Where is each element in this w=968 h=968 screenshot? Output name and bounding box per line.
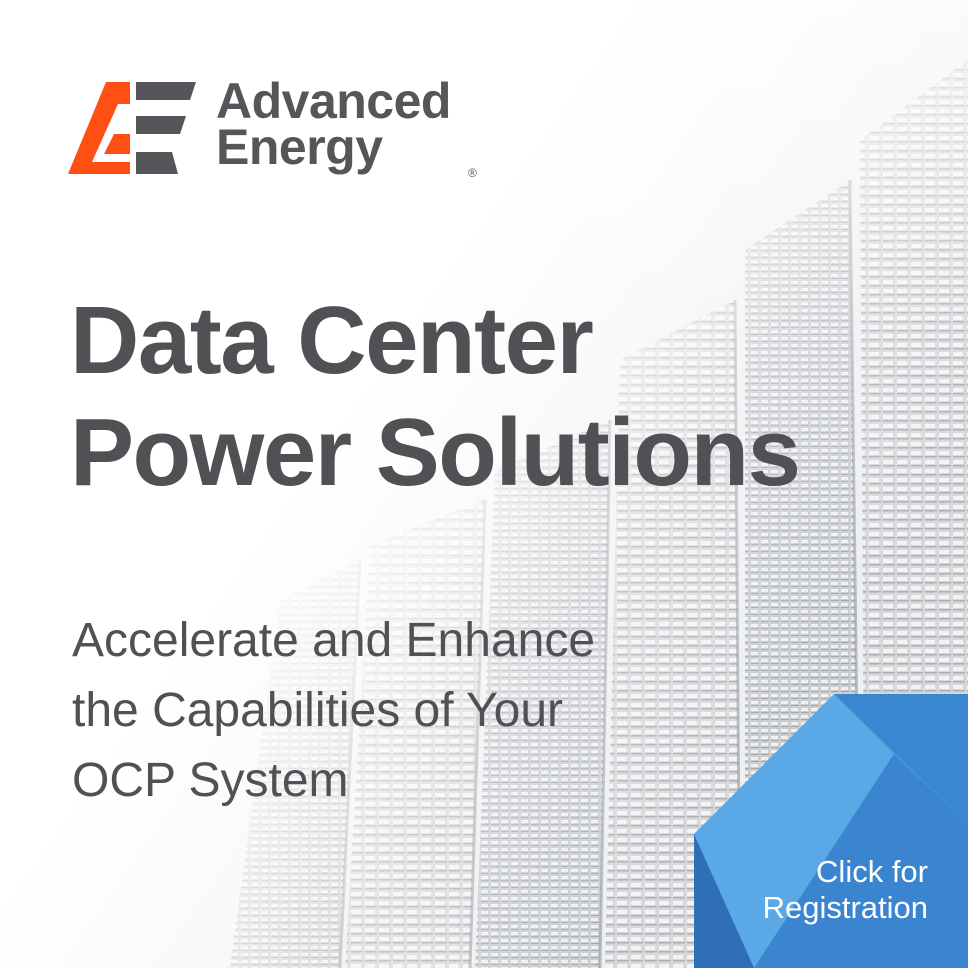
brand-name: Advanced Energy (216, 73, 451, 175)
subheadline-line1: Accelerate and Enhance (72, 614, 596, 667)
subheadline-line2: the Capabilities of Your (72, 684, 564, 737)
brand-name-line2: Energy (216, 119, 383, 175)
cta-label-line1: Click for (816, 854, 928, 889)
registration-button[interactable]: Click for Registration (694, 694, 968, 968)
ae-logo-icon (68, 82, 196, 174)
headline-line2: Power Solutions (70, 399, 801, 506)
brand-name-line1: Advanced (216, 73, 451, 129)
subheadline-line3: OCP System (72, 754, 349, 807)
cta-shape-icon (694, 694, 968, 968)
cta-label: Click for Registration (763, 854, 928, 926)
subheadline: Accelerate and Enhance the Capabilities … (72, 606, 595, 816)
headline: Data Center Power Solutions (70, 285, 801, 509)
advanced-energy-logo[interactable]: Advanced Energy ® (68, 73, 508, 188)
headline-line1: Data Center (70, 287, 594, 394)
registered-mark: ® (468, 166, 477, 180)
cta-label-line2: Registration (762, 890, 928, 925)
